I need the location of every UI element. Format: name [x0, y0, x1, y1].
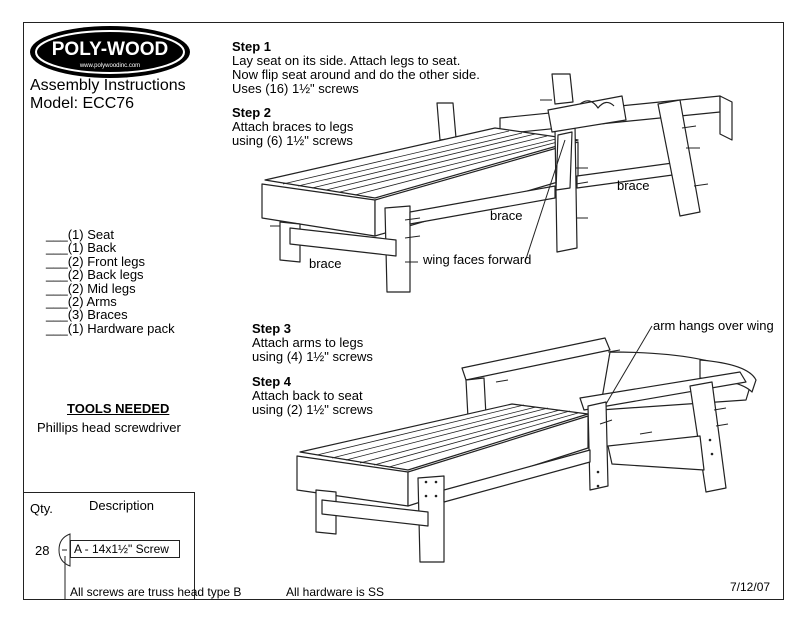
part-item: ___(2) Arms [46, 294, 117, 310]
step-3-line: using (4) 1½" screws [252, 349, 373, 364]
step-2-heading: Step 2 [232, 105, 272, 120]
step-1-line: Uses (16) 1½" screws [232, 81, 359, 96]
step-4-line: using (2) 1½" screws [252, 402, 373, 417]
brace-label-front: brace [309, 256, 342, 271]
step-4-line: Attach back to seat [252, 388, 363, 403]
tools-heading: TOOLS NEEDED [67, 401, 170, 416]
part-item: ___(1) Seat [46, 227, 114, 242]
footer-note-screws: All screws are truss head type B [70, 585, 242, 599]
step-2: Step 2 Attach braces to legs using (6) 1… [232, 105, 353, 148]
hardware-qty: 28 [35, 543, 50, 558]
part-item: ___(2) Front legs [46, 253, 145, 269]
step-1: Step 1 Lay seat on its side. Attach legs… [232, 39, 480, 96]
step-2-line: Attach braces to legs [232, 119, 354, 134]
step-1-heading: Step 1 [232, 39, 272, 54]
qty-header: Qty. [30, 501, 53, 516]
header-title: Assembly Instructions [30, 77, 186, 94]
part-item: ___(1) Hardware pack [46, 320, 175, 336]
footer-date: 7/12/07 [730, 580, 771, 594]
arm-callout-label: arm hangs over wing [653, 318, 774, 333]
logo-brand: POLY-WOOD [52, 39, 168, 60]
page-border [23, 22, 784, 600]
brace-label-mid: brace [490, 208, 523, 223]
screw-description: A - 14x1½" Screw [70, 540, 180, 558]
arm-leader-line [605, 325, 653, 405]
logo-url: www.polywoodinc.com [79, 63, 140, 69]
footer-note-hardware: All hardware is SS [286, 585, 385, 599]
wing-leader-line [524, 139, 566, 263]
seat-assembly-drawing [261, 73, 733, 293]
step-4-heading: Step 4 [252, 374, 292, 389]
step-1-line: Now flip seat around and do the other si… [232, 67, 480, 82]
step-2-line: using (6) 1½" screws [232, 133, 353, 148]
model-number: Model: ECC76 [30, 95, 135, 112]
screw-shaft-line [64, 556, 66, 600]
step-3-line: Attach arms to legs [252, 335, 364, 350]
parts-list: ___(1) Seat ___(1) Back ___(2) Front leg… [46, 227, 175, 336]
part-item: ___(2) Back legs [46, 267, 144, 283]
description-header: Description [89, 498, 155, 513]
hardware-table [24, 492, 195, 600]
step-1-line: Lay seat on its side. Attach legs to sea… [232, 53, 461, 68]
wing-callout-label: wing faces forward [422, 252, 531, 267]
poly-wood-logo: POLY-WOOD www.polywoodinc.com [30, 26, 190, 78]
step-3: Step 3 Attach arms to legs using (4) 1½"… [252, 321, 373, 364]
part-item: ___(3) Braces [46, 307, 128, 323]
chaise-assembly-drawing [296, 337, 757, 563]
part-item: ___(1) Back [46, 240, 117, 256]
step-4: Step 4 Attach back to seat using (2) 1½"… [252, 374, 373, 417]
tools-item: Phillips head screwdriver [37, 420, 181, 435]
step-3-heading: Step 3 [252, 321, 292, 336]
part-item: ___(2) Mid legs [46, 280, 136, 296]
brace-label-back: brace [617, 178, 650, 193]
